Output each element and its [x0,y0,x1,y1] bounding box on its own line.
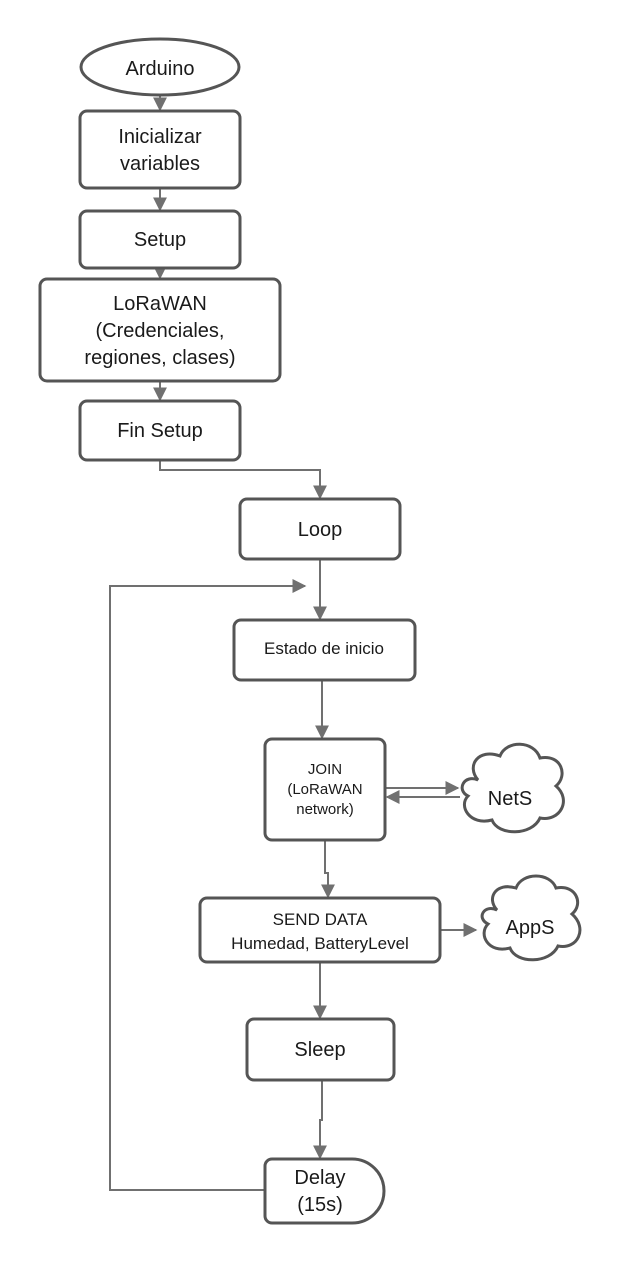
node-fin-setup: Fin Setup [78,399,242,462]
node-join-line-1: JOIN [308,761,342,778]
node-sleep: Sleep [245,1017,396,1082]
edge-delay-loopback [109,579,307,1191]
node-fin-setup-label: Fin Setup [117,420,203,442]
connectors [109,95,478,1191]
node-join: JOIN (LoRaWAN network) [263,737,387,842]
node-setup: Setup [78,209,242,270]
edge-sleep-delay [313,1080,327,1160]
node-apps-label: AppS [506,917,555,939]
edge-join-senddata [321,840,335,899]
node-inicializar-variables: Inicializar variables [78,109,242,190]
node-delay-line-2: (15s) [297,1194,343,1216]
node-setup-label: Setup [134,229,186,251]
node-apps-cloud: AppS [480,874,582,962]
edge-finsetup-loop [159,460,327,500]
node-join-line-2: (LoRaWAN [287,781,362,798]
node-lorawan-line-1: LoRaWAN [113,293,207,315]
node-arduino-label: Arduino [126,58,195,80]
node-nets-label: NetS [488,788,532,810]
node-loop-label: Loop [298,519,343,541]
node-sleep-label: Sleep [294,1039,345,1061]
node-inicializar-line-1: Inicializar [118,126,202,148]
node-inicializar-line-2: variables [120,153,200,175]
node-send-data: SEND DATA Humedad, BatteryLevel [198,896,442,964]
node-lorawan: LoRaWAN (Credenciales, regiones, clases) [38,277,282,383]
node-lorawan-line-2: (Credenciales, [96,320,225,342]
node-delay: Delay (15s) [263,1157,386,1225]
node-estado-de-inicio-label: Estado de inicio [264,639,384,658]
node-estado-de-inicio: Estado de inicio [232,618,417,682]
node-send-data-line-1: SEND DATA [273,910,368,929]
node-lorawan-line-3: regiones, clases) [84,347,235,369]
node-join-line-3: network) [296,801,354,818]
node-send-data-line-2: Humedad, BatteryLevel [231,934,409,953]
node-loop: Loop [238,497,402,561]
node-nets-cloud: NetS [460,742,565,834]
node-delay-line-1: Delay [294,1167,345,1189]
node-arduino: Arduino [79,37,241,97]
